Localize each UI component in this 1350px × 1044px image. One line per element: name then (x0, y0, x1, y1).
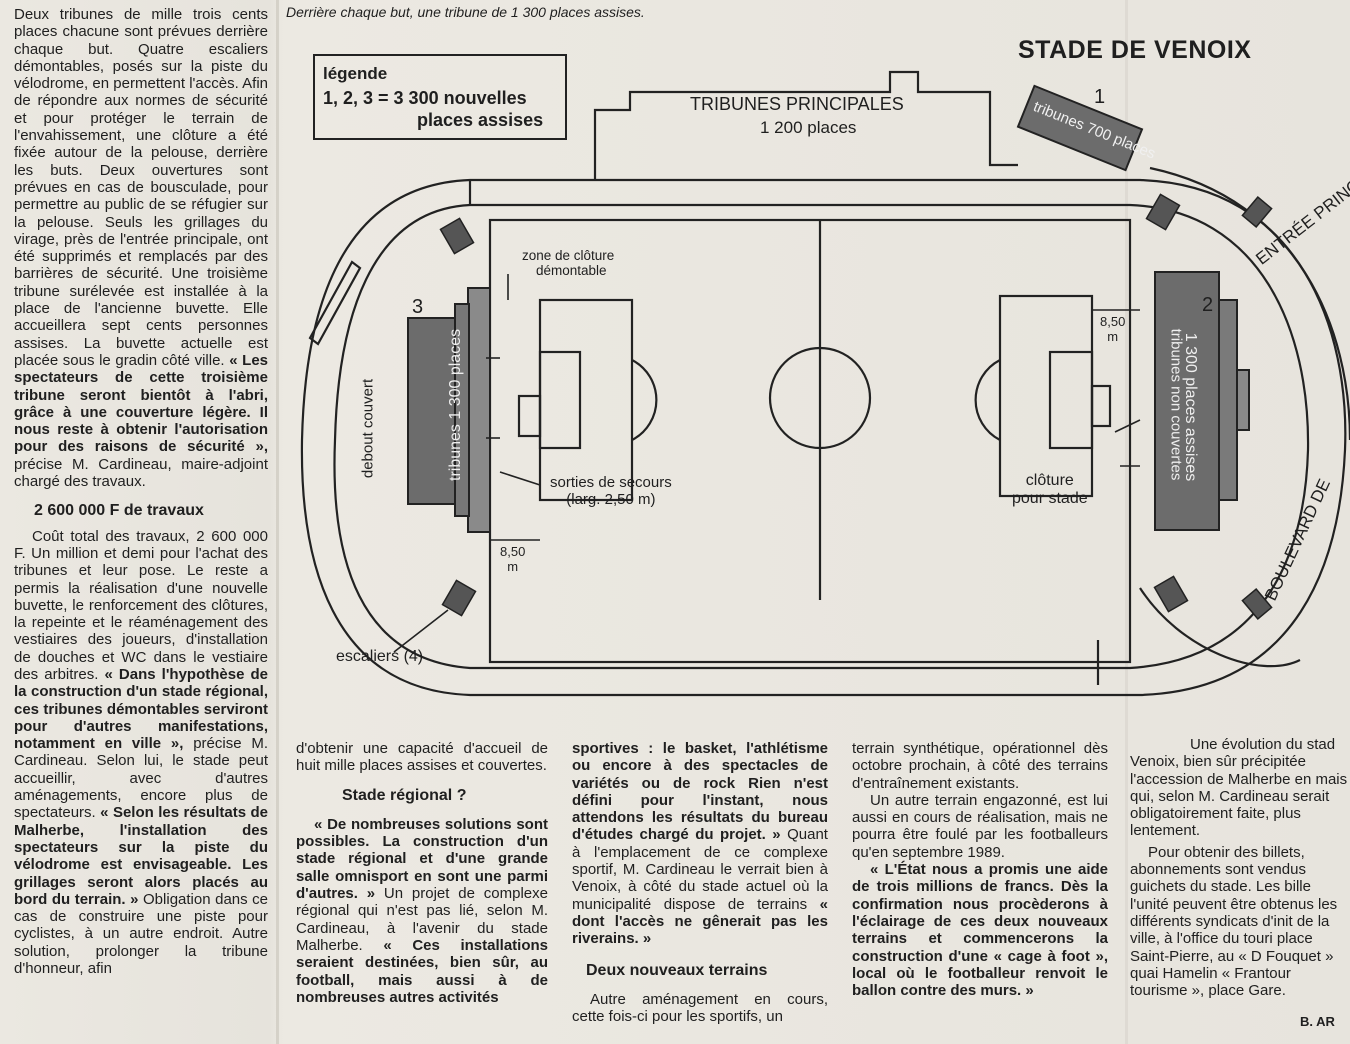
paragraph: Une évolution du stad Venoix, bien sûr p… (1130, 736, 1348, 840)
stand-3-label: tribunes 1 300 places (447, 328, 464, 481)
stand-1 (1016, 84, 1144, 172)
goal-right (1090, 384, 1112, 428)
map-caption: Derrière chaque but, une tribune de 1 30… (286, 4, 645, 20)
right-outer-wall-2 (1139, 587, 1301, 668)
goal-left (517, 394, 542, 438)
page-title: STADE DE VENOIX (1018, 36, 1252, 64)
staircases-label: escaliers (4) (336, 648, 424, 665)
subheading: Deux nouveaux terrains (586, 961, 768, 979)
main-stand-capacity: 1 200 places (760, 118, 857, 137)
author-signature: B. AR (1300, 1014, 1335, 1029)
penalty-area-right (998, 294, 1094, 498)
article-column-4: terrain synthétique, opérationnel dès oc… (852, 740, 1108, 999)
football-pitch (488, 218, 1132, 664)
paragraph: terrain synthétique, opérationnel dès oc… (852, 740, 1108, 792)
centre-circle (768, 346, 872, 450)
goal-area-left (538, 350, 582, 450)
paragraph: Un autre terrain engazonné, est lui auss… (852, 791, 1108, 861)
subheading: Stade régional ? (342, 786, 467, 804)
fold-line (276, 0, 279, 1044)
emergency-exits-label: sorties de secours(larg. 2,50 m) (550, 474, 672, 508)
paragraph: Coût total des travaux, 2 600 000 F. Un … (14, 527, 269, 978)
main-stand-label: TRIBUNES PRINCIPALES (690, 94, 904, 114)
article-column-1: Deux tribunes de mille trois cents place… (14, 6, 268, 977)
stand-2-number: 2 (1202, 294, 1214, 316)
subheading: 2 600 000 F de travaux (34, 502, 204, 520)
legend-line: 1, 2, 3 = 3 300 nouvelles (323, 88, 527, 108)
stand-2 (1154, 271, 1250, 531)
paragraph: Autre aménagement en cours, cette fois-c… (572, 990, 828, 1026)
left-stand-outline (308, 260, 362, 346)
penalty-arc-right (974, 359, 1001, 441)
velodrome-inner (333, 203, 1310, 670)
paragraph: sportives : le basket, l'athlétisme ou e… (572, 740, 828, 948)
stand-3-number: 3 (412, 296, 424, 318)
article-column-5: Une évolution du stad Venoix, bien sûr p… (1130, 736, 1348, 1032)
legend-box: légende 1, 2, 3 = 3 300 nouvelles places… (313, 54, 567, 140)
paragraph: d'obtenir une capacité d'accueil de huit… (296, 740, 548, 775)
paragraph: « L'État nous a promis une aide de trois… (852, 861, 1108, 1000)
paragraph: « De nombreuses solutions sont possibles… (296, 815, 548, 1006)
goal-area-right (1048, 350, 1094, 450)
main-stand-outline (593, 70, 1018, 180)
fold-line (1125, 0, 1128, 1044)
stand-1-number: 1 (1094, 86, 1106, 108)
article-column-3: sportives : le basket, l'athlétisme ou e… (572, 740, 828, 1025)
standing-covered-label: debout couvert (359, 378, 377, 479)
right-outer-wall (1149, 166, 1350, 441)
legend-heading: légende (323, 64, 388, 83)
legend-line: places assises (417, 110, 544, 130)
staircases (439, 193, 1273, 621)
stand-3 (407, 287, 491, 533)
stand-2-label-2: tribunes non couvertes (1167, 328, 1185, 481)
paragraph: Deux tribunes de mille trois cents place… (14, 6, 269, 491)
penalty-area-left (538, 298, 634, 502)
penalty-arc-left (631, 359, 658, 441)
article-column-2: d'obtenir une capacité d'accueil de huit… (296, 740, 548, 1006)
paragraph: Pour obtenir des billets, abonnements so… (1130, 843, 1338, 1000)
